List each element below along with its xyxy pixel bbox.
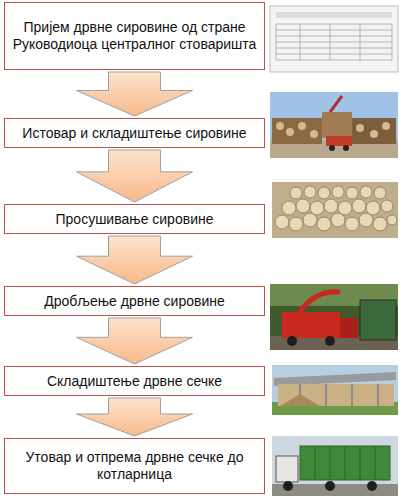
- container-truck-photo: [272, 436, 398, 496]
- log-yard-photo: [270, 92, 398, 158]
- block-arrow: [77, 236, 193, 284]
- step-label: Просушивање сировине: [56, 211, 214, 228]
- chip-shed-photo: [272, 365, 398, 415]
- block-arrow: [77, 150, 193, 202]
- step-label: Истовар и складиштење сировине: [22, 125, 246, 142]
- process-box: Истовар и складиштење сировине: [4, 118, 265, 148]
- process-box: Пријем дрвне сировине од стране Руководи…: [4, 2, 265, 70]
- step-label: Складиштење дрвне сечке: [47, 373, 222, 390]
- chipper-photo: [270, 284, 398, 350]
- block-arrow: [77, 318, 193, 364]
- block-arrow: [77, 398, 193, 436]
- process-box: Утовар и отпрема дрвне сечке до котларни…: [4, 438, 265, 494]
- log-pile-photo: [272, 182, 398, 238]
- process-box: Складиштење дрвне сечке: [4, 366, 265, 396]
- block-arrow: [77, 72, 193, 116]
- form-photo: [270, 6, 398, 72]
- process-box: Просушивање сировине: [4, 204, 265, 234]
- step-label: Дробљење дрвне сировине: [44, 293, 225, 310]
- step-label: Утовар и отпрема дрвне сечке до котларни…: [11, 449, 258, 483]
- process-box: Дробљење дрвне сировине: [4, 286, 265, 316]
- step-label: Пријем дрвне сировине од стране Руководи…: [11, 19, 258, 53]
